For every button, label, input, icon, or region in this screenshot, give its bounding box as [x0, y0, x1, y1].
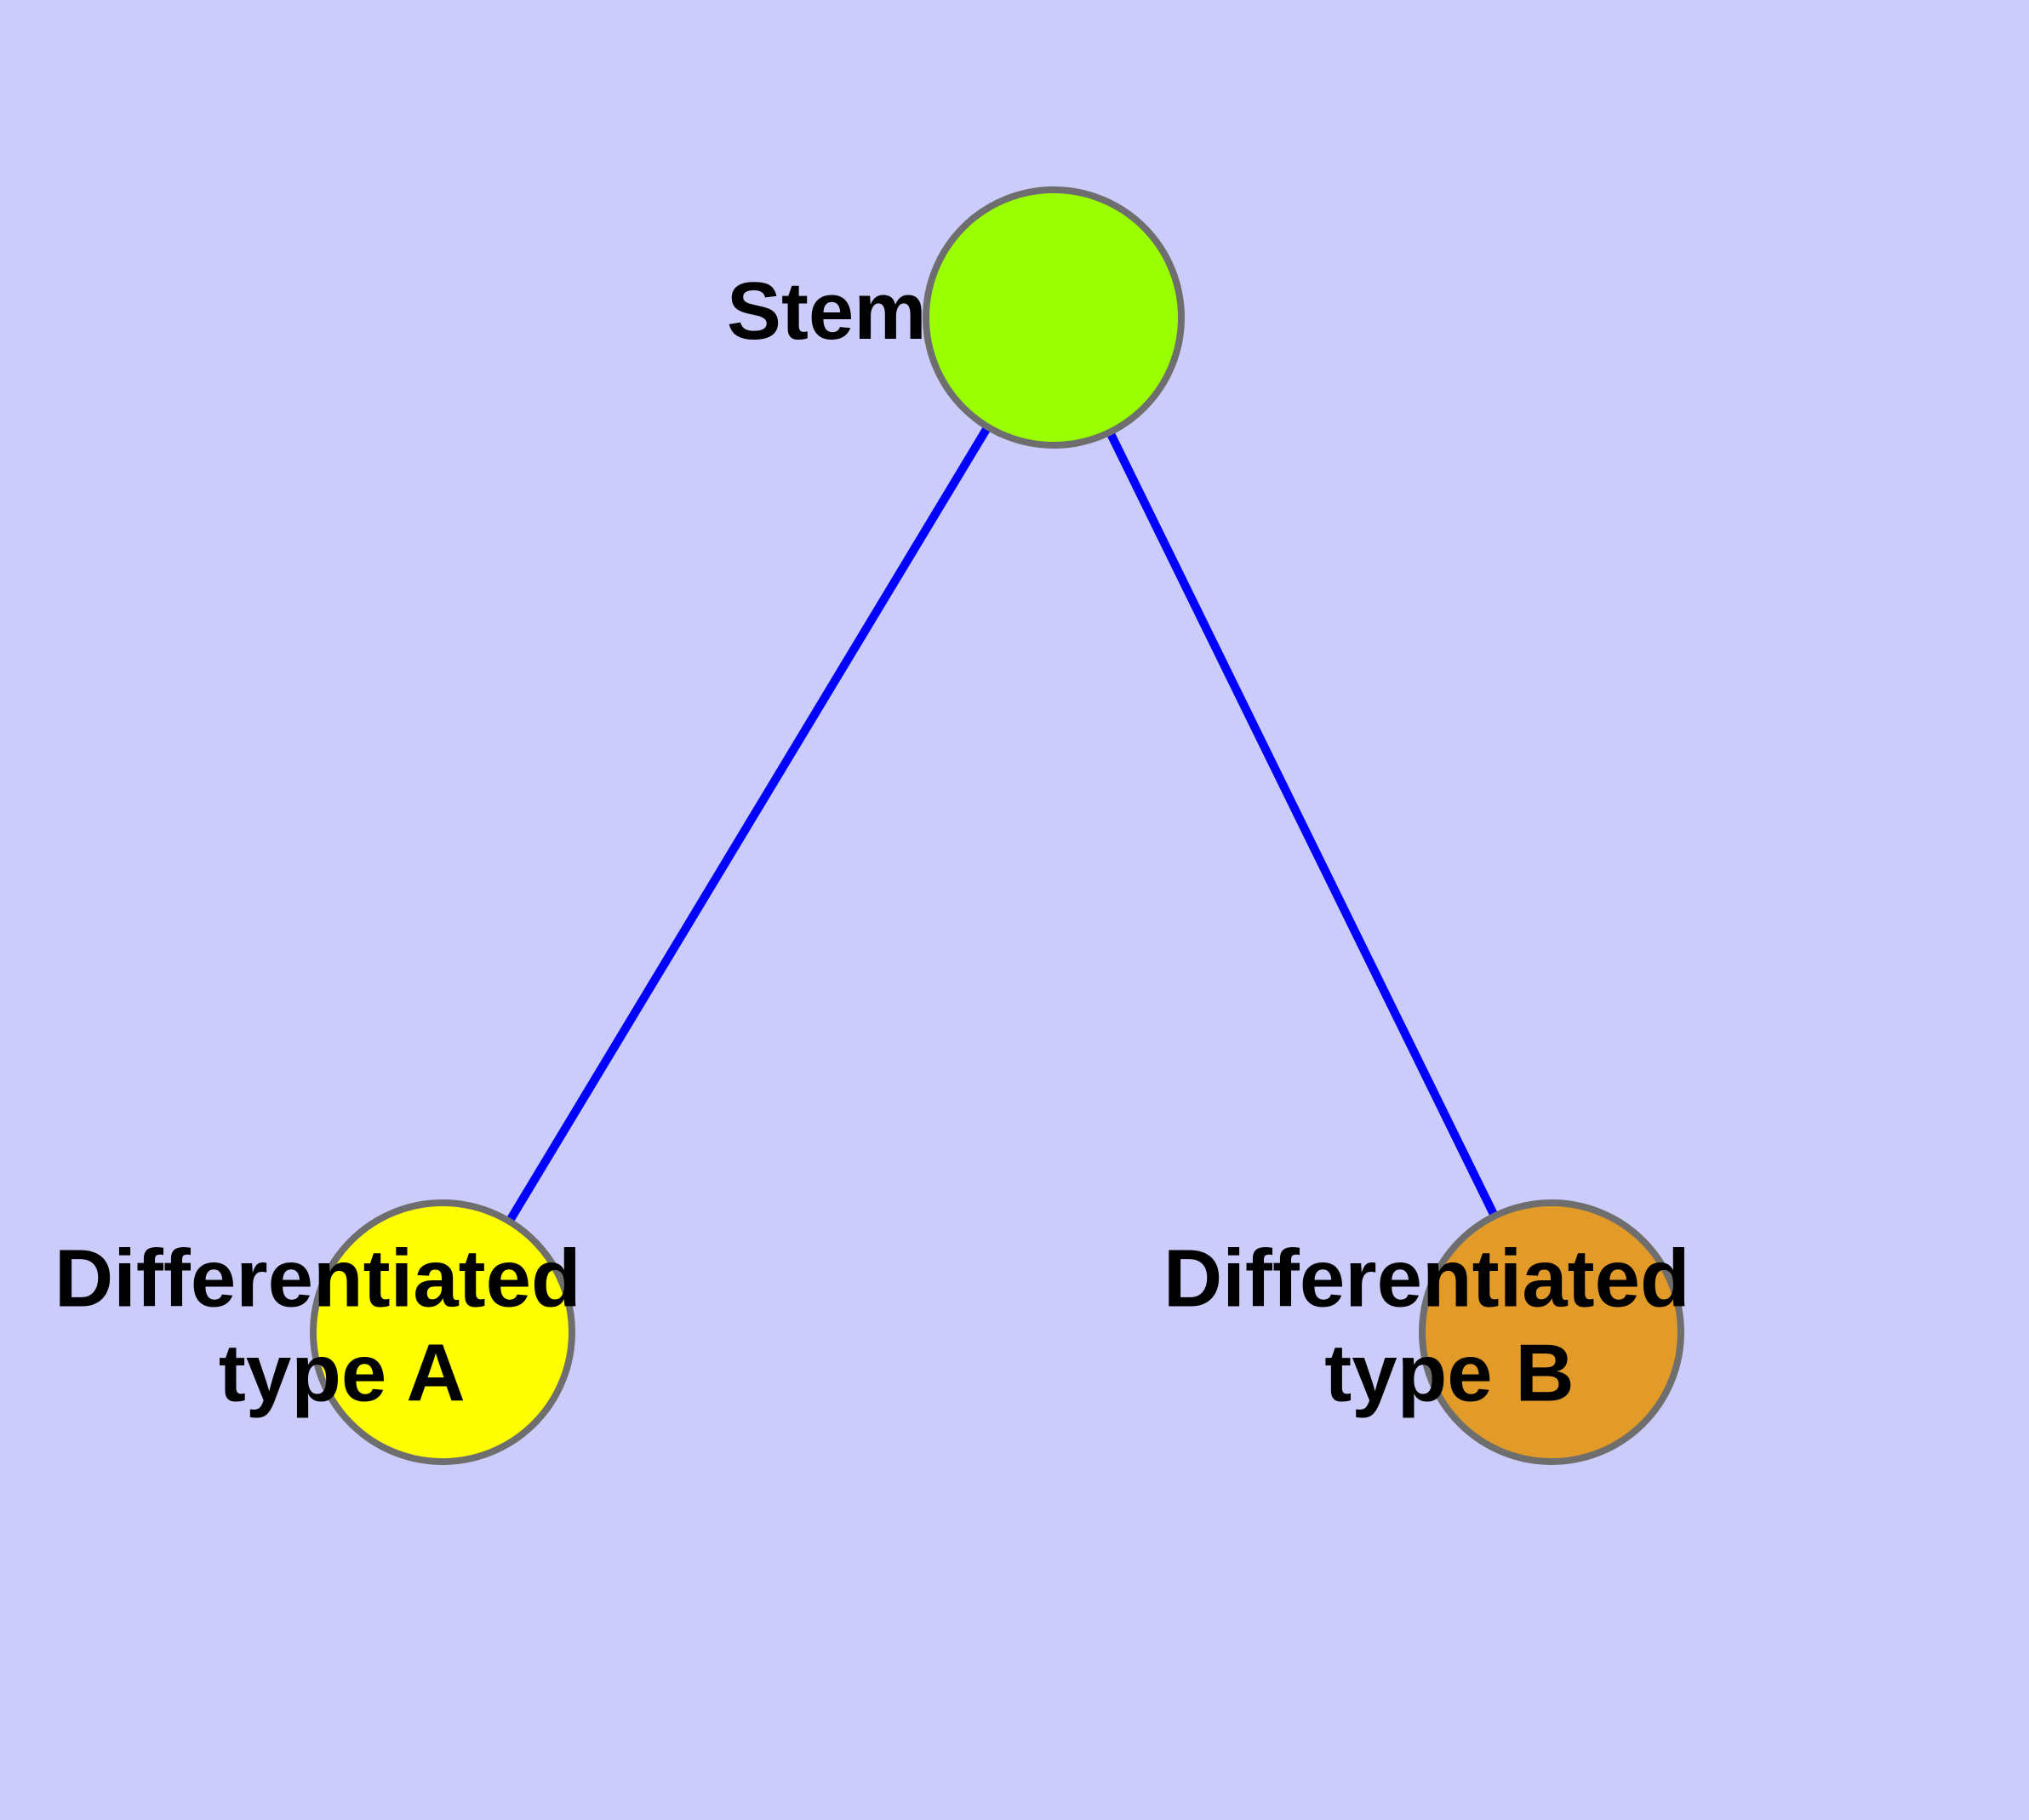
node-stem-label: Stem [727, 266, 1380, 357]
edge-stem-to-differentiated-type-b [1049, 315, 1556, 1335]
node-differentiated-type-b-label: Differentiated type B [1163, 1233, 1940, 1419]
node-differentiated-type-a-label-line-2: type A [219, 1328, 464, 1419]
edge-stem-to-differentiated-type-a [438, 315, 1058, 1335]
edges-layer [438, 315, 1556, 1335]
node-stem-circle[interactable] [923, 186, 1185, 449]
nodes-layer: Stem Differentiated type A Differentiate… [54, 186, 1940, 1465]
node-stem[interactable]: Stem [727, 186, 1380, 449]
node-differentiated-type-b-circle[interactable] [1419, 1199, 1684, 1465]
node-differentiated-type-a-label-line-1: Differentiated [54, 1233, 581, 1325]
node-differentiated-type-b[interactable]: Differentiated type B [1163, 1199, 1940, 1465]
node-differentiated-type-a-circle[interactable] [310, 1199, 575, 1465]
node-differentiated-type-b-label-line-1: Differentiated [1163, 1233, 1690, 1325]
node-differentiated-type-a[interactable]: Differentiated type A [54, 1199, 831, 1465]
node-differentiated-type-a-label: Differentiated type A [54, 1233, 831, 1419]
node-stem-label-line-1: Stem [727, 266, 927, 357]
node-differentiated-type-b-label-line-2: type B [1324, 1328, 1574, 1419]
